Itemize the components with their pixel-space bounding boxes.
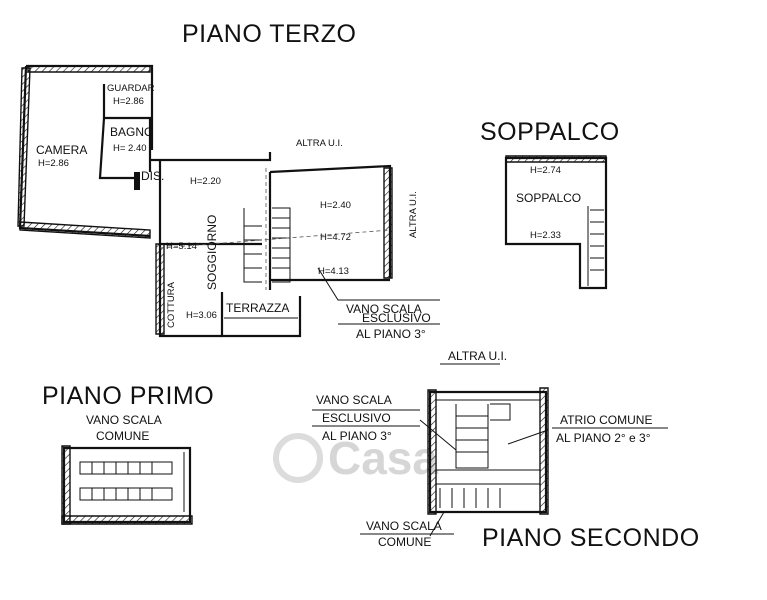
label-h306: H=3.06 <box>186 310 217 321</box>
label-altra-ui-side: ALTRA U.I. <box>408 191 419 238</box>
label-secondo-comune-1: VANO SCALA <box>366 519 442 533</box>
plan-piano-secondo <box>419 387 549 537</box>
label-guardar-height: H=2.86 <box>113 96 144 107</box>
label-dis: DIS. <box>141 169 164 183</box>
watermark: Casa <box>273 432 438 484</box>
label-secondo-vano-2: ESCLUSIVO <box>322 411 391 425</box>
label-h240: H=2.40 <box>320 200 351 211</box>
plan-soppalco <box>504 155 608 290</box>
label-bagno-height: H= 2.40 <box>113 143 147 154</box>
label-bagno: BAGNO <box>110 125 153 139</box>
label-h472: H=4.72 <box>320 232 351 243</box>
label-vano-scala-terzo-3: AL PIANO 3° <box>356 327 426 341</box>
label-guardar: GUARDAR <box>107 83 155 94</box>
label-atrio-1: ATRIO COMUNE <box>560 413 652 427</box>
label-altra-ui-top: ALTRA U.I. <box>296 138 343 149</box>
label-camera: CAMERA <box>36 143 87 157</box>
label-h514: H=5.14 <box>166 241 197 252</box>
label-h413: H=4.13 <box>318 266 349 277</box>
label-cottura: COTTURA <box>166 281 177 328</box>
label-atrio-2: AL PIANO 2° e 3° <box>556 431 651 445</box>
label-secondo-altra-ui: ALTRA U.I. <box>448 349 507 363</box>
title-piano-secondo: PIANO SECONDO <box>482 524 700 552</box>
label-secondo-vano-3: AL PIANO 3° <box>322 429 392 443</box>
stair-treads-terzo <box>244 217 290 269</box>
title-soppalco: SOPPALCO <box>480 118 620 146</box>
label-soppalco-room: SOPPALCO <box>516 191 581 205</box>
label-camera-height: H=2.86 <box>38 158 69 169</box>
label-soppalco-h233: H=2.33 <box>530 230 561 241</box>
title-piano-primo: PIANO PRIMO <box>42 382 214 410</box>
title-piano-terzo: PIANO TERZO <box>182 20 357 48</box>
label-secondo-vano-1: VANO SCALA <box>316 393 392 407</box>
plan-piano-primo <box>61 445 193 525</box>
label-h220: H=2.20 <box>190 176 221 187</box>
label-terrazza: TERRAZZA <box>226 301 289 315</box>
watermark-text: Casa <box>328 432 438 484</box>
label-vano-scala-terzo-1: VANO SCALA <box>346 302 422 316</box>
plan-piano-terzo <box>17 64 440 338</box>
label-soggiorno: SOGGIORNO <box>205 215 219 290</box>
label-soppalco-h274: H=2.74 <box>530 165 561 176</box>
label-secondo-comune-2: COMUNE <box>378 535 431 549</box>
label-vano-scala-terzo-2: ESCLUSIVO <box>362 311 431 325</box>
label-primo-vano-1: VANO SCALA <box>86 413 162 427</box>
label-primo-vano-2: COMUNE <box>96 429 149 443</box>
